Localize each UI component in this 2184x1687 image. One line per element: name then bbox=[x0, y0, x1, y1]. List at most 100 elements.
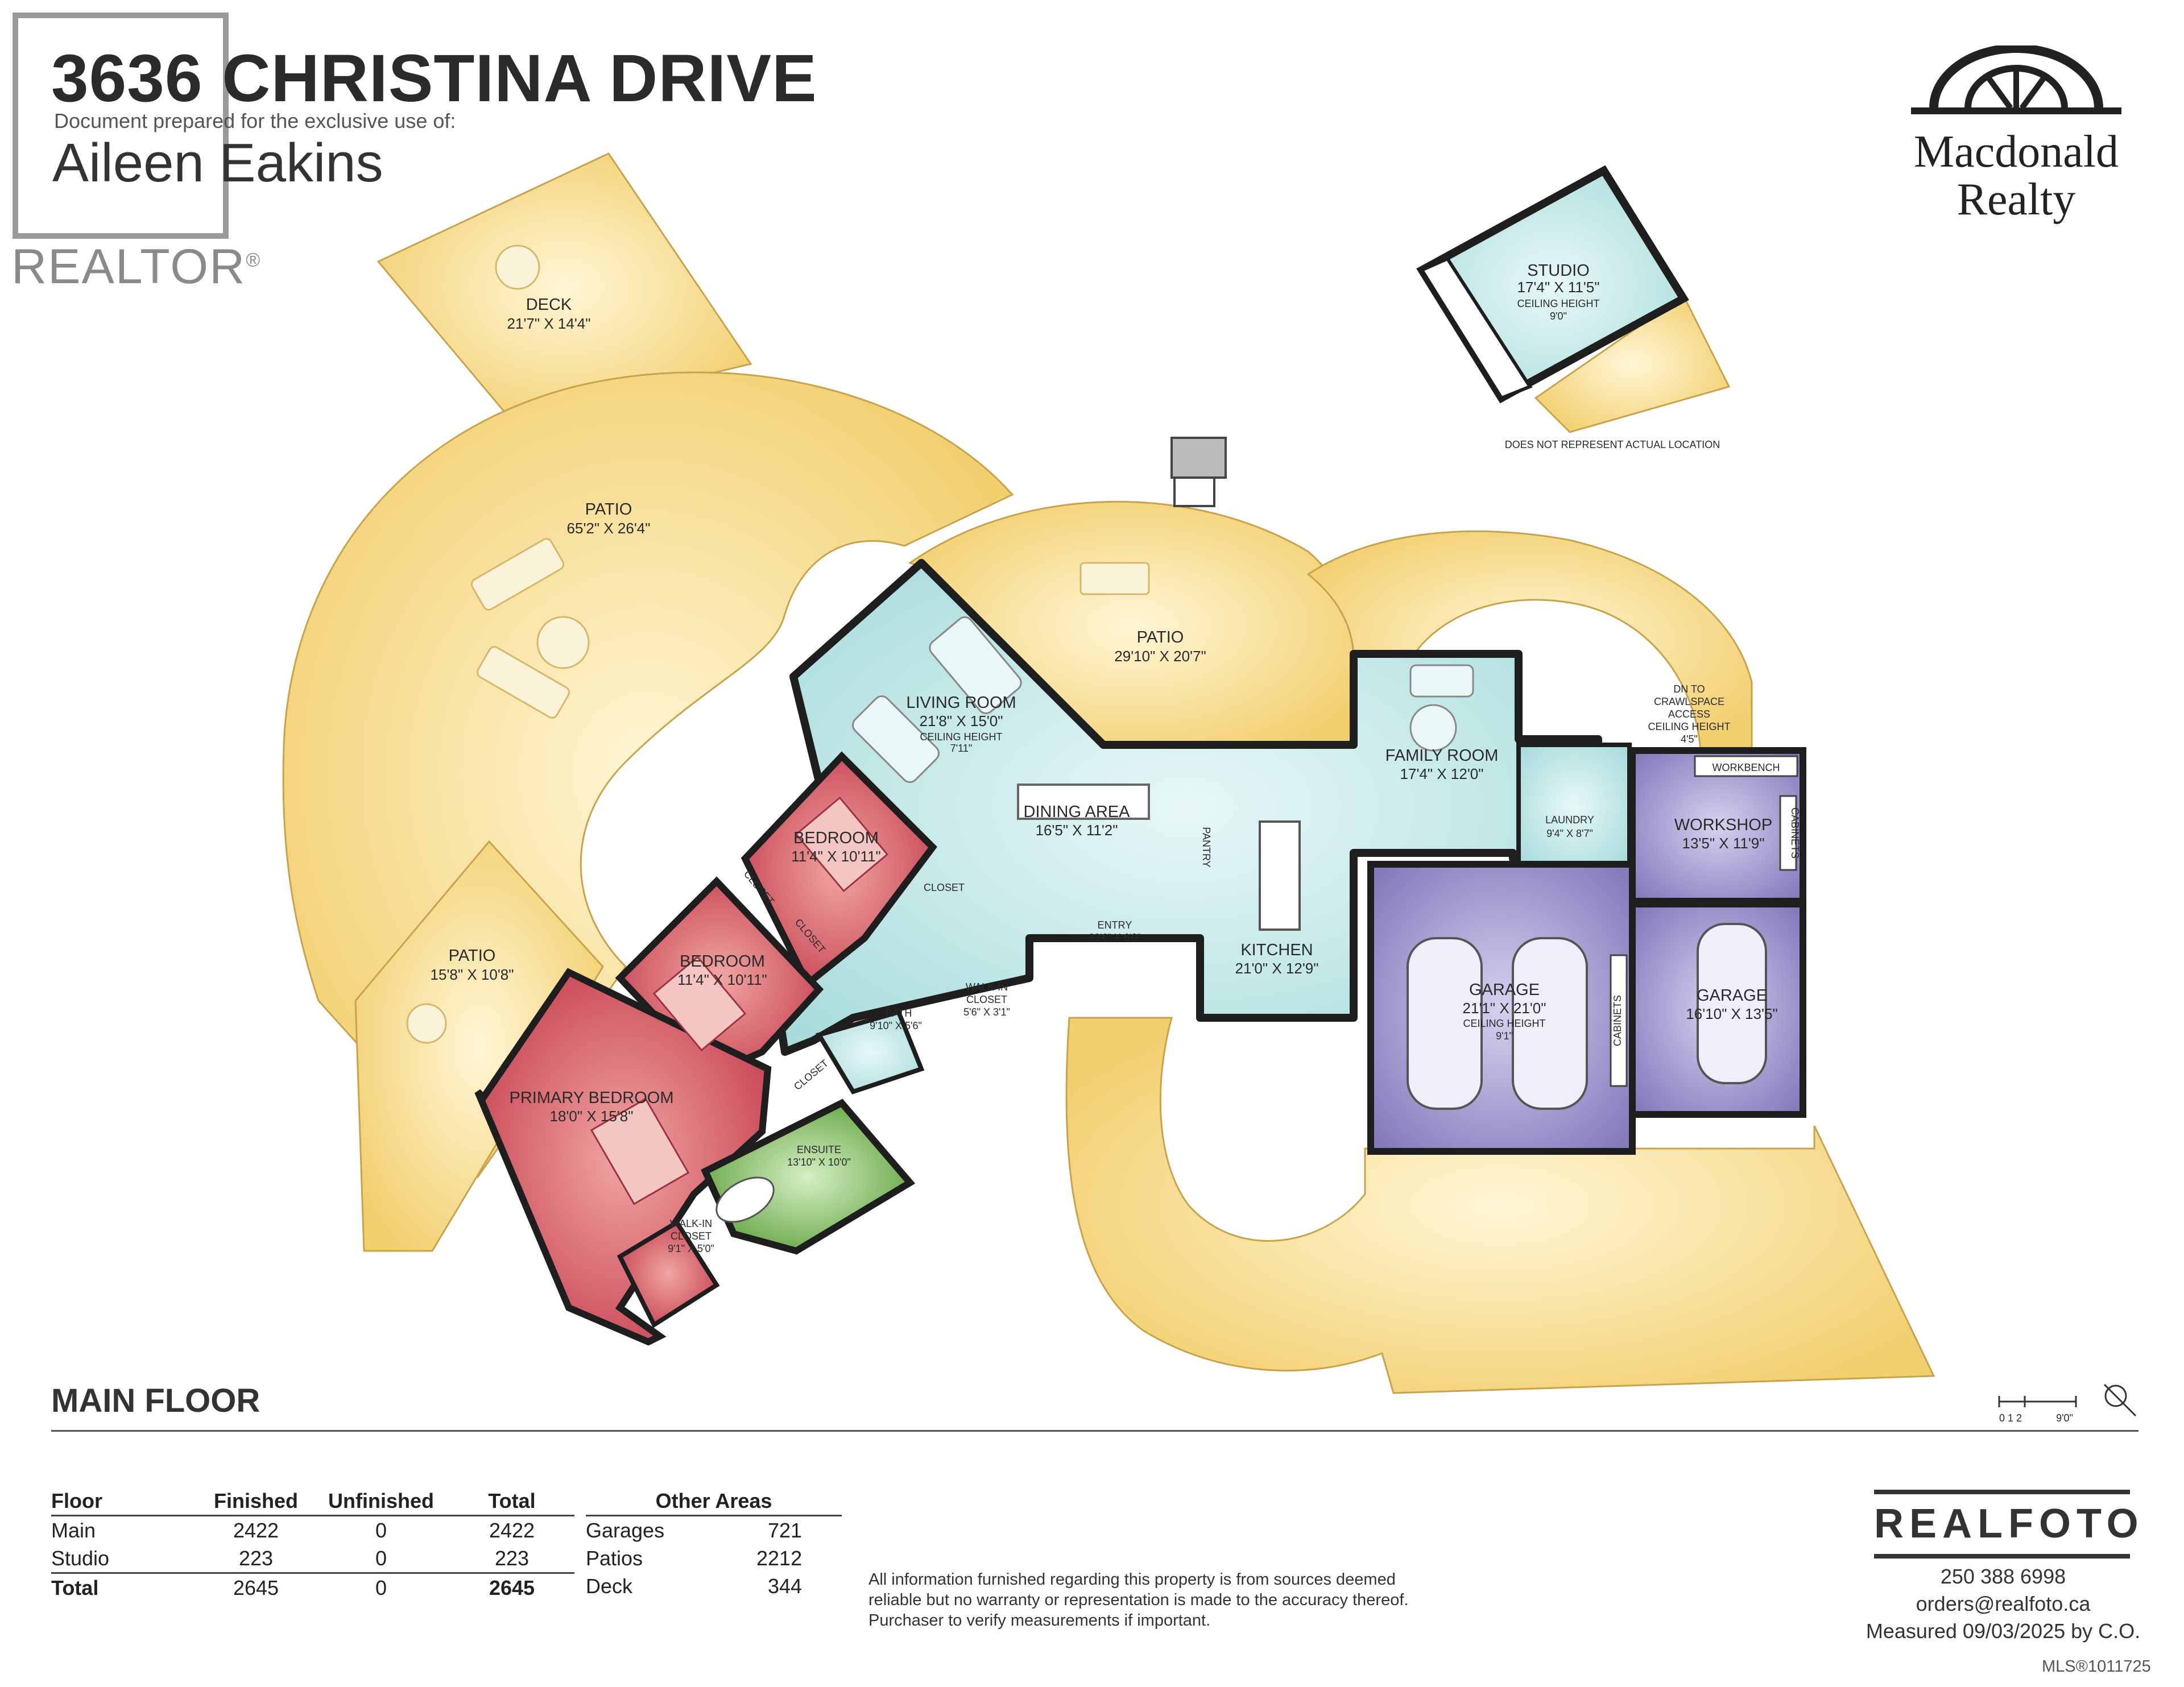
bedroom-lower-name: BEDROOM bbox=[680, 952, 765, 971]
prepared-for-label: Document prepared for the exclusive use … bbox=[54, 109, 456, 132]
crawl-line2: CRAWLSPACE bbox=[1654, 696, 1724, 707]
workshop-cabinets-label: CABINETS bbox=[1789, 807, 1801, 859]
scale-bar: 0 1 2 9'0" bbox=[1998, 1396, 2077, 1424]
entry-dims: 23'6" X 6'0" bbox=[1089, 932, 1141, 943]
laundry-name: LAUNDRY bbox=[1545, 814, 1594, 826]
studio-name: STUDIO bbox=[1527, 262, 1590, 280]
realtor-brand: REALTOR bbox=[11, 239, 246, 294]
realfoto-logo: REALFOTO bbox=[1874, 1490, 2138, 1558]
macdonald-line2: Realty bbox=[1956, 175, 2076, 225]
other-area-cell: 721 bbox=[768, 1518, 803, 1542]
realtor-watermark: REALTOR® bbox=[11, 239, 261, 295]
kitchen-name: KITCHEN bbox=[1240, 941, 1313, 959]
bath-name: BATH bbox=[886, 1008, 912, 1019]
area-table: Floor Finished Unfinished Total Main 242… bbox=[51, 1487, 574, 1602]
walkin-primary-dims: 9'1" X 5'0" bbox=[668, 1243, 714, 1254]
scale-labels: 0 1 2 bbox=[1999, 1412, 2022, 1424]
other-areas-table: Other Areas Garages 721 Patios 2212 Deck… bbox=[586, 1487, 842, 1600]
area-cell: Total bbox=[51, 1576, 99, 1599]
realtor-mark: ® bbox=[246, 249, 262, 271]
table-row: Deck 344 bbox=[586, 1572, 842, 1600]
area-cell: 0 bbox=[375, 1518, 387, 1542]
hall-closet-label: CLOSET bbox=[924, 882, 965, 893]
garage-main-ceiling: 9'1" bbox=[1496, 1030, 1513, 1042]
area-cell: 2422 bbox=[233, 1518, 279, 1542]
area-cell: Studio bbox=[51, 1546, 110, 1570]
primary-dims: 18'0" X 15'8" bbox=[550, 1108, 634, 1125]
other-areas-header: Other Areas bbox=[586, 1487, 842, 1516]
bedroom-lower-dims: 11'4" X 10'11" bbox=[677, 971, 767, 988]
patio-large-dims: 65'2" X 26'4" bbox=[567, 520, 651, 537]
deck-name: DECK bbox=[526, 296, 572, 314]
living-core bbox=[770, 559, 1632, 1056]
studio-ceiling: 9'0" bbox=[1550, 310, 1567, 322]
driveway-area bbox=[1065, 1017, 1935, 1394]
area-cell: Main bbox=[51, 1518, 96, 1542]
studio-building bbox=[1416, 165, 1689, 404]
other-area-cell: 344 bbox=[768, 1574, 803, 1598]
area-cell: 2645 bbox=[233, 1576, 279, 1599]
compass-icon bbox=[2103, 1383, 2137, 1417]
area-table-header: Floor Finished Unfinished Total bbox=[51, 1487, 574, 1516]
family-name: FAMILY ROOM bbox=[1385, 747, 1499, 765]
walkin-closet-name1: WALK-IN bbox=[966, 981, 1008, 993]
outdoor-furniture bbox=[406, 244, 1150, 1044]
realfoto-email: orders@realfoto.ca bbox=[1916, 1592, 2091, 1615]
other-areas-header-row: Other Areas bbox=[586, 1487, 842, 1516]
realfoto-phone: 250 388 6998 bbox=[1940, 1565, 2066, 1588]
living-ceiling-label: CEILING HEIGHT bbox=[920, 731, 1002, 743]
macdonald-realty-logo-text: Macdonald Realty bbox=[1888, 128, 2144, 223]
area-cell: 0 bbox=[375, 1576, 387, 1599]
area-col-unfinished: Unfinished bbox=[313, 1487, 449, 1516]
workshop-dims: 13'5" X 11'9" bbox=[1682, 835, 1764, 852]
walkin-closet-dims: 5'6" X 3'1" bbox=[963, 1006, 1010, 1018]
area-col-finished: Finished bbox=[199, 1487, 313, 1516]
family-dims: 17'4" X 12'0" bbox=[1400, 765, 1484, 782]
garage-wing bbox=[1367, 747, 1806, 1155]
living-dims: 21'8" X 15'0" bbox=[920, 712, 1003, 729]
measured-by: Measured 09/03/2025 by C.O. bbox=[1866, 1619, 2141, 1643]
garage-main-dims: 21'1" X 21'0" bbox=[1463, 1000, 1546, 1017]
patio-small-dims: 15'8" X 10'8" bbox=[431, 966, 514, 983]
mls-number: MLS®1011725 bbox=[2042, 1657, 2151, 1676]
area-cell: 223 bbox=[238, 1546, 274, 1570]
patio-middle-name: PATIO bbox=[1137, 628, 1184, 646]
garage-side-name: GARAGE bbox=[1697, 986, 1767, 1005]
outdoor-areas bbox=[282, 152, 1935, 1394]
other-area-cell: Garages bbox=[586, 1518, 665, 1542]
other-area-cell: 2212 bbox=[756, 1546, 803, 1570]
workshop-name: WORKSHOP bbox=[1674, 816, 1772, 834]
deck-dims: 21'7" X 14'4" bbox=[507, 315, 591, 332]
client-name: Aileen Eakins bbox=[52, 132, 383, 193]
pantry-label: PANTRY bbox=[1201, 827, 1212, 867]
table-row: Studio 223 0 223 bbox=[51, 1544, 574, 1573]
bedroom-wing bbox=[474, 751, 937, 1346]
property-title: 3636 CHRISTINA DRIVE bbox=[51, 41, 817, 116]
table-row: Garages 721 bbox=[586, 1516, 842, 1545]
patio-middle-dims: 29'10" X 20'7" bbox=[1114, 648, 1206, 665]
primary-name: PRIMARY BEDROOM bbox=[510, 1089, 674, 1107]
table-row: Patios 2212 bbox=[586, 1544, 842, 1572]
area-cell: 2645 bbox=[489, 1576, 535, 1599]
macdonald-line1: Macdonald bbox=[1914, 127, 2119, 177]
area-col-total: Total bbox=[449, 1487, 574, 1516]
other-area-cell: Patios bbox=[586, 1546, 643, 1570]
area-cell: 0 bbox=[375, 1546, 387, 1570]
bedroom-upper-dims: 11'4" X 10'11" bbox=[791, 848, 881, 865]
floor-label: MAIN FLOOR bbox=[51, 1382, 260, 1419]
scale-end: 9'0" bbox=[2056, 1412, 2073, 1424]
macdonald-arch-logo-icon bbox=[1911, 45, 2121, 114]
disclaimer: All information furnished regarding this… bbox=[868, 1570, 1409, 1630]
studio-ceiling-label: CEILING HEIGHT bbox=[1517, 298, 1599, 309]
closet-bath-label: CLOSET bbox=[792, 1058, 830, 1093]
living-ceiling: 7'11" bbox=[950, 743, 973, 754]
walkin-primary-name2: CLOSET bbox=[671, 1230, 712, 1242]
kitchen-dims: 21'0" X 12'9" bbox=[1235, 960, 1319, 977]
laundry-dims: 9'4" X 8'7" bbox=[1546, 828, 1593, 839]
ensuite-dims: 13'10" X 10'0" bbox=[787, 1157, 851, 1168]
deck-area bbox=[377, 152, 752, 422]
walkin-closet-name2: CLOSET bbox=[966, 994, 1007, 1005]
ensuite-name: ENSUITE bbox=[797, 1144, 841, 1155]
walkin-primary-name1: WALK-IN bbox=[670, 1218, 712, 1229]
